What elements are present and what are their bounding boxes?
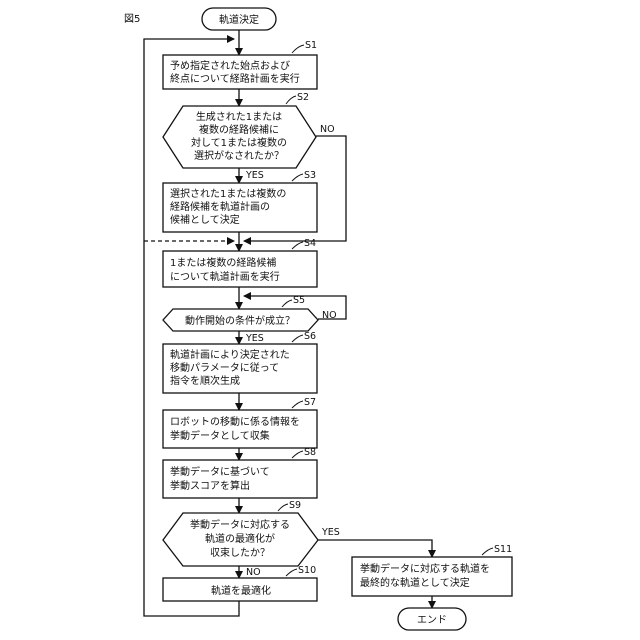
s3-line2: 経路候補を軌道計画の xyxy=(170,200,270,213)
figure-label: 図5 xyxy=(124,13,140,25)
s3-id: S3 xyxy=(304,170,316,181)
s8-leader xyxy=(292,451,303,458)
s5-line1: 動作開始の条件が成立？ xyxy=(185,314,295,327)
s8-line2: 挙動スコアを算出 xyxy=(170,479,250,492)
s11-line2: 最終的な軌道として決定 xyxy=(360,576,470,589)
s11-line1: 挙動データに対応する軌道を xyxy=(360,562,490,575)
s1-id: S1 xyxy=(305,40,317,51)
s9-leader xyxy=(278,504,288,511)
s6-leader xyxy=(292,335,303,342)
step-s8-box xyxy=(163,460,317,498)
s2-leader xyxy=(286,96,296,104)
s10-id: S10 xyxy=(298,565,316,576)
s7-id: S7 xyxy=(304,397,316,408)
s2-line4: 選択がなされたか？ xyxy=(194,149,284,162)
s2-line1: 生成された1または xyxy=(196,110,282,123)
s3-line1: 選択された1または複数の xyxy=(170,187,286,200)
s6-id: S6 xyxy=(304,331,316,342)
s9-line3: 収束したか？ xyxy=(210,547,270,559)
s8-line1: 挙動データに基づいて xyxy=(170,465,270,478)
step-s11-box xyxy=(352,557,512,596)
s11-id: S11 xyxy=(494,544,512,555)
s9-id: S9 xyxy=(289,500,301,511)
s4-line2: について軌道計画を実行 xyxy=(170,270,280,283)
arrow-s9-yes xyxy=(318,540,432,557)
s5-leader xyxy=(282,300,292,307)
s3-line3: 候補として決定 xyxy=(170,213,240,226)
s8-id: S8 xyxy=(304,447,316,458)
s1-line2: 終点について経路計画を実行 xyxy=(170,72,300,85)
s2-yes-label: YES xyxy=(245,170,264,181)
s7-line2: 挙動データとして収集 xyxy=(170,429,270,442)
s3-leader xyxy=(292,174,303,181)
s10-line1: 軌道を最適化 xyxy=(211,584,271,597)
s2-line3: 対して1または複数の xyxy=(191,136,287,149)
s2-no-label: NO xyxy=(320,124,335,135)
start-label: 軌道決定 xyxy=(219,13,259,26)
s9-no-label: NO xyxy=(246,567,261,578)
step-s7-box xyxy=(163,410,317,448)
s1-line1: 予め指定された始点および xyxy=(170,59,290,72)
s5-yes-label: YES xyxy=(245,333,264,344)
s4-leader xyxy=(292,242,303,249)
s9-line1: 挙動データに対応する xyxy=(190,518,290,531)
s4-line1: 1または複数の経路候補 xyxy=(170,256,276,269)
s1-leader xyxy=(292,45,304,53)
s7-leader xyxy=(292,401,303,408)
s4-id: S4 xyxy=(304,238,316,249)
s2-id: S2 xyxy=(297,92,309,103)
s5-id: S5 xyxy=(293,295,305,306)
s10-leader xyxy=(286,569,297,576)
s9-line2: 軌道の最適化が xyxy=(205,532,275,545)
s2-line2: 複数の経路候補に xyxy=(199,123,279,136)
s6-line2: 移動パラメータに従って xyxy=(170,361,279,374)
s5-no-label: NO xyxy=(322,310,337,321)
end-label: エンド xyxy=(417,615,447,626)
s6-line3: 指令を順次生成 xyxy=(170,374,240,387)
s7-line1: ロボットの移動に係る情報を xyxy=(170,415,300,428)
s11-leader xyxy=(482,548,493,555)
s6-line1: 軌道計画により決定された xyxy=(170,348,290,361)
s9-yes-label: YES xyxy=(321,527,340,538)
